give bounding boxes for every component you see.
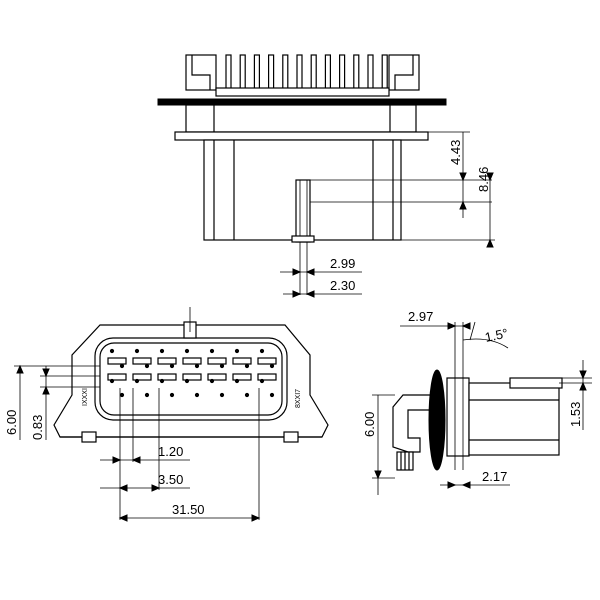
cavity-slot [207,357,227,365]
front-dim-width-total: 31.50 [172,502,205,517]
pin-dot [159,378,165,384]
pin-dot [134,348,140,354]
front-dim-pitch: 1.20 [158,444,183,459]
pin-dot [109,378,115,384]
top-view: 4.43 8.46 2.99 2.30 [157,54,495,298]
pin-dot [259,378,265,384]
pin-dot [244,392,250,398]
top-dim-upper: 4.43 [448,140,463,165]
cavity-slot [157,357,177,365]
comb-pin [225,54,232,90]
pin-dot [194,392,200,398]
pin-dot [169,392,175,398]
pin-dot [194,363,200,369]
comb-pin [367,54,374,90]
front-dim-height-total: 6.00 [4,410,19,435]
pin-dot [159,348,165,354]
cavity-slot [132,373,152,381]
pin-dot [234,348,240,354]
side-dim-offset-top: 2.97 [408,309,433,324]
front-pin-grid [107,348,277,398]
front-view: IXXXI 8XXI7 6.00 0.83 1.20 3.50 31.50 [4,307,329,522]
cavity-slot [257,357,277,365]
comb-pin [353,54,360,90]
pin-dot [134,378,140,384]
pin-dot [269,363,275,369]
side-dim-width-bottom: 2.17 [482,469,507,484]
pin-dot [244,363,250,369]
side-dim-height-right: 1.53 [568,402,583,427]
comb-pin [282,54,289,90]
pin-dot [259,348,265,354]
side-flange [428,369,446,471]
pin-dot [219,363,225,369]
pin-dot [109,348,115,354]
front-dim-height-small: 0.83 [30,415,45,440]
pin-dot [209,378,215,384]
side-body [468,382,560,456]
comb-pin [310,54,317,90]
top-pin-comb [185,54,420,91]
pin-dot [184,348,190,354]
pin-dot [119,363,125,369]
comb-pin [239,54,246,90]
pin-dot [219,392,225,398]
top-dim-total: 8.46 [476,167,491,192]
top-dim-pin-b: 2.30 [330,278,355,293]
side-view: 2.97 1.5° 6.00 1.53 2.17 [362,309,592,495]
comb-pin [253,54,260,90]
pin-dot [119,392,125,398]
front-dim-pitch-double: 3.50 [158,472,183,487]
pin-dot [144,392,150,398]
pin-dot [184,378,190,384]
top-dim-pin-a: 2.99 [330,256,355,271]
top-flange [157,98,447,106]
side-dim-angle: 1.5° [484,325,510,345]
comb-pin [296,54,303,90]
front-label-right: 8XXI7 [295,389,302,408]
pin-dot [209,348,215,354]
cavity-slot [107,373,127,381]
pin-dot [169,363,175,369]
cavity-slot [182,357,202,365]
pin-dot [144,363,150,369]
cavity-slot [257,373,277,381]
cavity-slot [232,357,252,365]
pin-dot [269,392,275,398]
comb-pin [339,54,346,90]
comb-pin [268,54,275,90]
cavity-slot [207,373,227,381]
comb-pin [324,54,331,90]
cavity-slot [182,373,202,381]
pin-dot [234,378,240,384]
cavity-slot [132,357,152,365]
side-dim-height: 6.00 [362,412,377,437]
cavity-slot [157,373,177,381]
cavity-slot [107,357,127,365]
cavity-slot [232,373,252,381]
front-label-left: IXXXI [82,388,89,406]
comb-pin [381,54,388,90]
